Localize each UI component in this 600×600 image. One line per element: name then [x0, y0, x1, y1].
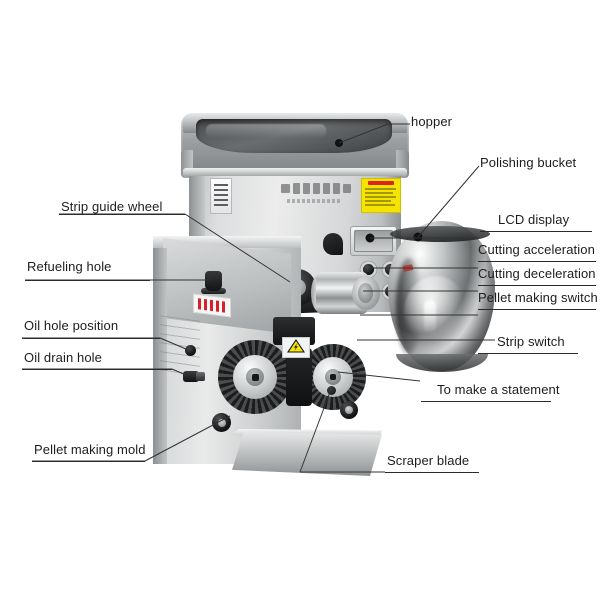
- gear-right-bolt: [330, 374, 336, 380]
- output-chute: [232, 432, 382, 476]
- brand-subtext-mark: [287, 199, 341, 203]
- label-oil-drain-hole: Oil drain hole: [24, 350, 102, 365]
- extruder-barrel-face-inner: [358, 283, 373, 303]
- label-oil-hole-position: Oil hole position: [24, 318, 119, 333]
- polishing-bucket-highlight: [424, 300, 436, 334]
- polishing-bucket-base: [396, 354, 488, 372]
- black-elbow-fitting: [323, 233, 343, 255]
- label-rule-to-make-a-statement: [421, 401, 551, 402]
- label-cutting-deceleration: Cutting deceleration: [478, 266, 596, 281]
- label-rule-pellet-making-switch: [478, 309, 596, 310]
- gear-left-bolt: [252, 374, 259, 381]
- label-rule-oil-hole-position: [22, 338, 160, 339]
- polishing-bucket-rim: [390, 226, 490, 242]
- cutting-acceleration-button[interactable]: [363, 264, 374, 275]
- mold-knob-left-pin: [218, 419, 226, 427]
- refueling-hole-cap[interactable]: [205, 271, 222, 291]
- lcd-display-screen[interactable]: [354, 230, 393, 252]
- label-lcd-display: LCD display: [498, 212, 570, 227]
- label-polishing-bucket: Polishing bucket: [480, 155, 577, 170]
- label-rule-refueling-hole: [25, 280, 150, 281]
- oil-drain-hole: [183, 371, 199, 382]
- label-refueling-hole: Refueling hole: [27, 259, 112, 274]
- rating-plate: [210, 178, 232, 214]
- label-rule-oil-drain-hole: [22, 369, 172, 370]
- label-scraper-blade: Scraper blade: [387, 453, 470, 468]
- label-rule-lcd-display: [480, 231, 592, 232]
- label-rule-scraper-blade: [385, 472, 479, 473]
- label-strip-guide-wheel: Strip guide wheel: [61, 199, 163, 214]
- label-pellet-making-switch: Pellet making switch: [478, 290, 598, 305]
- label-strip-switch: Strip switch: [497, 334, 565, 349]
- label-pellet-making-mold: Pellet making mold: [34, 442, 146, 457]
- label-hopper: hopper: [411, 114, 453, 129]
- hazard-triangle-icon: [286, 339, 306, 353]
- label-to-make-a-statement: To make a statement: [437, 382, 560, 397]
- hopper-highlight: [206, 124, 326, 138]
- label-rule-pellet-making-mold: [32, 461, 145, 462]
- polishing-bucket-reflection: [404, 276, 468, 348]
- refueling-hole-base: [201, 288, 226, 294]
- oil-drain-nut: [196, 372, 205, 381]
- label-cutting-acceleration: Cutting acceleration: [478, 242, 595, 257]
- oil-hole-position: [185, 345, 196, 356]
- mold-knob-right-pin: [345, 406, 353, 414]
- warning-sticker: [361, 178, 401, 213]
- hopper-band: [183, 168, 407, 177]
- label-rule-cutting-deceleration: [478, 285, 596, 286]
- label-rule-cutting-acceleration: [478, 261, 596, 262]
- scraper-blade: [327, 386, 336, 395]
- brand-text-mark: [281, 182, 353, 202]
- label-rule-strip-switch: [478, 353, 578, 354]
- label-rule-strip-guide-wheel: [59, 214, 185, 215]
- machine-lower-body-edge: [153, 248, 167, 464]
- electrical-hazard-sticker: [282, 337, 310, 358]
